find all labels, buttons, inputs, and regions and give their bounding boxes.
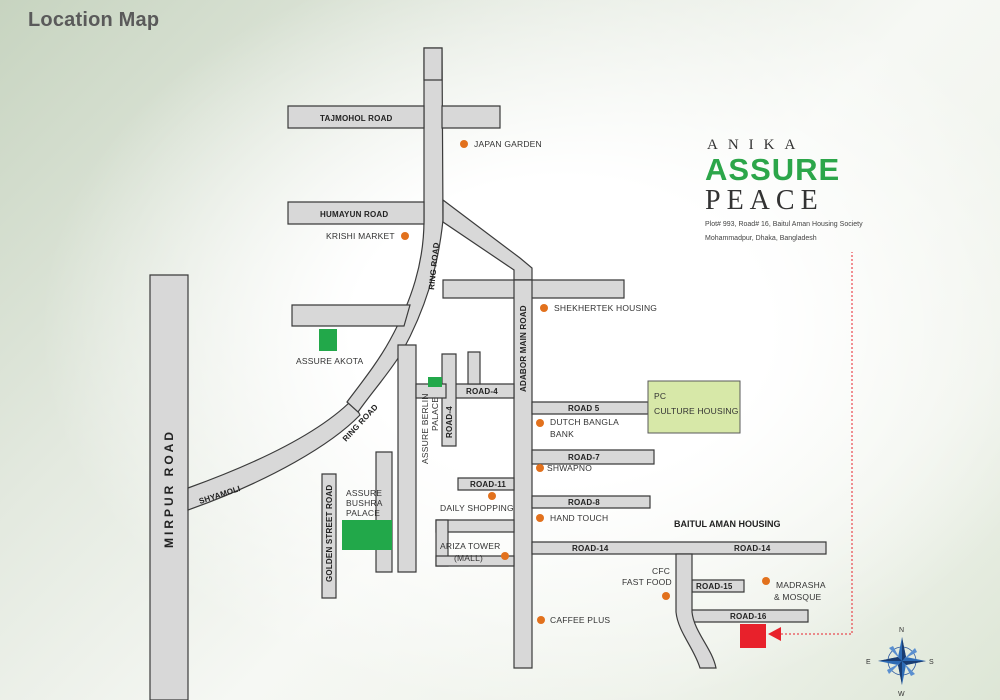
logo-address-1: Plot# 993, Road# 16, Baitul Aman Housing… xyxy=(705,221,863,228)
assure-bushra-label-1: ASSURE xyxy=(346,488,382,498)
adabor-main-road-label: ADABOR MAIN ROAD xyxy=(519,305,528,392)
shwapno-label: SHWAPNO xyxy=(547,463,592,473)
road-4-vertical xyxy=(441,353,457,447)
page-title: Location Map xyxy=(28,9,160,31)
road-16-label: ROAD-16 xyxy=(730,612,767,621)
cfc-label-2: FAST FOOD xyxy=(622,577,672,587)
assure-bushra-label-3: PALACE xyxy=(346,508,380,518)
road-15-label: ROAD-15 xyxy=(696,582,733,591)
shekhertek-road xyxy=(442,279,625,299)
ariza-road-bottom xyxy=(435,555,515,567)
road-network xyxy=(149,47,827,700)
logo-line-3: PEACE xyxy=(705,185,824,216)
road-14-south xyxy=(675,553,717,669)
anika-assure-peace-logo: ANIKA ASSURE PEACE Plot# 993, Road# 16, … xyxy=(705,137,905,244)
caffee-plus-label: CAFFEE PLUS xyxy=(550,615,610,625)
assure-berlin-label-2: PALACE xyxy=(430,397,440,431)
assure-akota-label: ASSURE AKOTA xyxy=(296,356,364,366)
ariza-tower-marker xyxy=(501,552,509,560)
ring-road-main xyxy=(346,47,444,413)
road-11-label: ROAD-11 xyxy=(470,480,506,489)
cfc-label-1: CFC xyxy=(652,566,670,576)
shyamoli-road xyxy=(187,399,361,511)
compass-n: N xyxy=(899,627,904,634)
road-5-label: ROAD 5 xyxy=(568,404,600,413)
humayun-road-label: HUMAYUN ROAD xyxy=(320,210,388,219)
akota-road xyxy=(291,304,411,327)
shekhertek-marker xyxy=(540,304,548,312)
pc-culture-housing-area xyxy=(647,380,741,434)
road-7-label: ROAD-7 xyxy=(568,453,600,462)
dutch-bangla-label-1: DUTCH BANGLA xyxy=(550,417,619,427)
assure-berlin-marker xyxy=(428,377,442,387)
daily-shopping-label: DAILY SHOPPING xyxy=(440,503,514,513)
dutch-bangla-label-2: BANK xyxy=(550,429,574,439)
road-7 xyxy=(531,449,655,465)
road-4-h-label: ROAD-4 xyxy=(466,387,498,396)
assure-akota-marker xyxy=(319,329,337,351)
shwapno-marker xyxy=(536,464,544,472)
logo-address-2: Mohammadpur, Dhaka, Bangladesh xyxy=(705,235,817,242)
ring-road-lower xyxy=(397,344,417,573)
caffee-plus-marker xyxy=(537,616,545,624)
assure-bushra-marker xyxy=(342,520,392,550)
krishi-market-label: KRISHI MARKET xyxy=(326,231,395,241)
golden-street-road xyxy=(321,473,337,599)
assure-bushra-label-2: BUSHRA xyxy=(346,498,383,508)
pc-culture-label-1: PC xyxy=(654,391,666,401)
road-14 xyxy=(531,541,827,555)
hand-touch-label: HAND TOUCH xyxy=(550,513,608,523)
shekhertek-label: SHEKHERTEK HOUSING xyxy=(554,303,657,313)
compass-e: E xyxy=(866,659,871,666)
golden-street-road-label: GOLDEN STREET ROAD xyxy=(325,485,334,582)
road-14-label-b: ROAD-14 xyxy=(734,544,771,553)
tajmohol-road-east xyxy=(441,105,501,129)
road-4-spur xyxy=(467,351,481,385)
diagonal-road xyxy=(442,198,533,281)
compass-icon: N S E W xyxy=(866,627,934,698)
adabor-main-road xyxy=(513,279,533,669)
anika-assure-peace-marker xyxy=(740,624,766,648)
logo-line-2: ASSURE xyxy=(705,152,841,187)
tajmohol-road xyxy=(287,105,425,129)
hand-touch-marker xyxy=(536,514,544,522)
krishi-market-marker xyxy=(401,232,409,240)
cfc-marker xyxy=(662,592,670,600)
assure-berlin-label-1: ASSURE BERLIN xyxy=(420,393,430,464)
mirpur-road xyxy=(149,274,189,700)
mirpur-road-label: MIRPUR ROAD xyxy=(162,429,176,548)
compass-w: W xyxy=(898,691,905,698)
humayun-road xyxy=(287,201,425,225)
road-8 xyxy=(531,495,651,509)
baitul-aman-label: BAITUL AMAN HOUSING xyxy=(674,519,781,529)
daily-shopping-marker xyxy=(488,492,496,500)
logo-line-1: ANIKA xyxy=(707,137,806,153)
madrasha-label-1: MADRASHA xyxy=(776,580,826,590)
compass-s: S xyxy=(929,659,934,666)
pc-culture-label-2: CULTURE HOUSING xyxy=(654,406,739,416)
japan-garden-marker xyxy=(460,140,468,148)
target-leader-line xyxy=(781,252,853,635)
road-8-label: ROAD-8 xyxy=(568,498,600,507)
tajmohol-road-label: TAJMOHOL ROAD xyxy=(320,114,393,123)
road-14-label-a: ROAD-14 xyxy=(572,544,609,553)
road-4-v-label: ROAD-4 xyxy=(445,406,454,438)
ariza-tower-label-2: (MALL) xyxy=(454,553,483,563)
ring-road-top xyxy=(423,47,443,81)
dutch-bangla-marker xyxy=(536,419,544,427)
japan-garden-label: JAPAN GARDEN xyxy=(474,139,542,149)
target-pointer-icon xyxy=(768,627,781,641)
madrasha-marker xyxy=(762,577,770,585)
madrasha-label-2: & MOSQUE xyxy=(774,592,822,602)
ariza-tower-label-1: ARIZA TOWER xyxy=(440,541,500,551)
road-11 xyxy=(457,477,515,491)
